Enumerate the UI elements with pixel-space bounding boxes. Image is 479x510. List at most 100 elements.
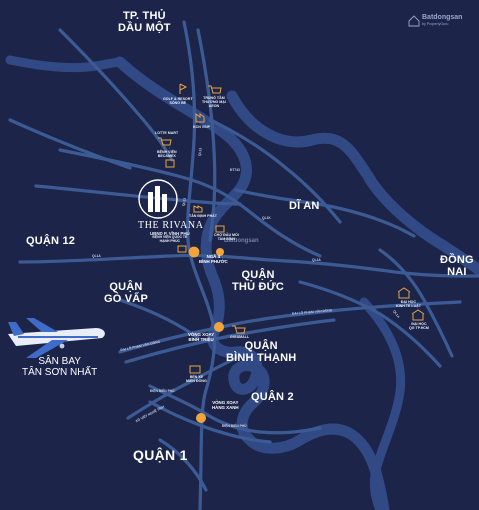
label-di-an: DĨ AN: [289, 200, 320, 212]
poi-becamex-line2: BECAMEX: [157, 154, 176, 159]
label-quan-1: QUẬN 1: [133, 447, 188, 463]
marker-nga4-binh-phuoc: [216, 248, 224, 256]
poi-icons: [158, 83, 425, 374]
marker-rivana: [188, 246, 200, 258]
poi-dhqg: ĐẠI HỌC QG TP.HCM: [409, 322, 429, 330]
label-binh-thanh-line2: BÌNH THẠNH: [226, 351, 297, 364]
road-pvd-2: [124, 318, 336, 364]
factory-icon-vsip: [195, 113, 205, 123]
label-airport: SÂN BAY TÂN SƠN NHẤT: [22, 356, 97, 378]
poi-cho-dau-moi-line1: CHỢ ĐẦU MỐI: [214, 233, 239, 237]
node-nga4-line2: BÌNH PHƯỚC: [199, 258, 228, 264]
road-label-ql1k: QL1K: [262, 216, 271, 220]
dong-nai-river-lower: [359, 297, 406, 510]
node-vx-hang-xanh-line2: HÀNG XANH: [212, 404, 239, 410]
label-go-vap-line2: GÒ VẤP: [104, 292, 148, 305]
road-xo-viet-nghe-tinh: [126, 354, 242, 420]
label-thu-duc-line1: QUẬN: [241, 269, 275, 281]
label-airport-line1: SÂN BAY: [38, 356, 81, 367]
poi-kinh-te-luat: ĐẠI HỌC KINH TẾ LUẬT: [396, 300, 421, 308]
node-nga4-line1: NGÃ 4: [206, 254, 221, 259]
label-dong-nai: ĐỒNG NAI: [440, 254, 474, 278]
label-go-vap-line1: QUẬN: [109, 281, 143, 293]
watermark-logo-mark: [408, 15, 420, 27]
poi-kinh-te-luat-line1: ĐẠI HỌC: [400, 300, 417, 304]
cart-icon-lotte: [158, 137, 172, 149]
poi-dhqg-line2: QG TP.HCM: [409, 326, 429, 331]
label-binh-thanh-line1: QUẬN: [244, 340, 278, 352]
node-vx-binh-trieu-line2: BÌNH TRIỆU: [188, 336, 214, 342]
project-sub2: BỆNH VIỆN QUỐC TẾ: [152, 235, 188, 240]
road-label-dbp: ĐIỆN BIÊN PHỦ: [150, 389, 175, 393]
poi-cho-dau-moi: CHỢ ĐẦU MỐI TAM BÌNH: [214, 233, 239, 241]
poi-ben-xe-line1: BẾN XE: [189, 375, 204, 379]
poi-golf: GOLF & RESORT SÔNG BÉ: [163, 97, 193, 105]
poi-kinh-te-luat-line2: KINH TẾ LUẬT: [396, 304, 421, 309]
road-dien-bien-phu: [148, 384, 322, 435]
label-thu-duc: QUẬN THỦ ĐỨC: [232, 269, 284, 293]
poi-lotte: LOTTE MART: [155, 131, 179, 135]
factory-icon-tan-dinh-phat: [193, 205, 203, 213]
road-label-dt743: ĐT743: [230, 168, 240, 172]
saigon-river: [114, 56, 390, 510]
market-icon-tam-binh: [215, 225, 225, 233]
project-sub3: HẠNH PHÚC: [159, 238, 181, 243]
label-go-vap: QUẬN GÒ VẤP: [104, 281, 148, 305]
road-dien-bien-phu-2: [148, 400, 272, 444]
label-binh-thanh: QUẬN BÌNH THẠNH: [226, 340, 297, 364]
poi-tan-dinh-phat: TÂN ĐỊNH PHÁT: [189, 214, 217, 218]
node-vx-binh-trieu-line1: VÒNG XOAY: [188, 332, 215, 337]
rivana-logo: [138, 179, 178, 219]
label-quan-12: QUẬN 12: [26, 235, 76, 247]
label-thu-dau-mot: TP. THỦ DẦU MỘT: [118, 10, 171, 34]
watermark-brand: Batdongsan: [422, 14, 463, 21]
road-left-diag: [8, 118, 132, 170]
road-label-ql1a-east: QL1A: [312, 258, 321, 262]
dong-nai-river: [226, 90, 479, 276]
cart-icon-aeon: [208, 85, 222, 97]
node-vx-hang-xanh-line1: VÒNG XOAY: [212, 400, 239, 405]
label-thu-dau-mot-line1: TP. THỦ: [122, 10, 166, 22]
road-ql1k: [234, 188, 416, 238]
marker-hang-xanh: [196, 413, 206, 423]
cart-icon-gigamall: [232, 325, 246, 334]
poi-aeon-line1: TRUNG TÂM: [203, 96, 225, 100]
project-name: THE RIVANA: [138, 220, 204, 231]
project-sub: UBND P. VĨNH PHÚ BỆNH VIỆN QUỐC TẾ HẠNH …: [150, 231, 190, 244]
project-sub1: UBND P. VĨNH PHÚ: [150, 231, 190, 236]
road-ql13: [182, 20, 217, 510]
road-east-link: [378, 248, 454, 358]
road-label-dbp-2: ĐIỆN BIÊN PHỦ: [222, 424, 247, 428]
watermark-tag: by PropertyGuru: [422, 22, 449, 26]
road-pham-van-dong: [118, 300, 462, 354]
school-icon-qg: [411, 309, 425, 321]
label-dong-nai-line2: NAI: [447, 265, 467, 278]
poi-golf-line1: GOLF & RESORT: [163, 97, 193, 101]
road-south: [158, 438, 208, 492]
golf-icon: [179, 83, 188, 94]
label-airport-line2: TÂN SƠN NHẤT: [22, 367, 98, 378]
poi-ben-xe-line2: MIỀN ĐÔNG: [186, 379, 207, 384]
road-ql1a-ne: [298, 280, 442, 368]
poi-gigamall: GIGAMALL: [230, 335, 250, 339]
marker-binh-trieu: [214, 322, 224, 332]
watermark-center: Batdongsan: [224, 238, 259, 244]
label-quan-2: QUẬN 2: [251, 391, 294, 403]
poi-aeon-line3: AEON: [208, 104, 220, 109]
road-north-east: [208, 118, 342, 224]
label-thu-dau-mot-line2: DẦU MỘT: [118, 21, 171, 34]
poi-cho-dau-moi-line2: TAM BÌNH: [217, 237, 236, 242]
road-dt743: [196, 28, 217, 242]
poi-becamex: BỆNH VIỆN BECAMEX: [157, 150, 177, 158]
poi-golf-line2: SÔNG BÉ: [169, 101, 187, 106]
road-go-vap: [118, 298, 200, 340]
node-nga4-binh-phuoc: NGÃ 4 BÌNH PHƯỚC: [199, 254, 228, 264]
poi-aeon-line2: THƯƠNG MẠI: [202, 100, 226, 105]
poi-dhqg-line1: ĐẠI HỌC: [411, 322, 427, 326]
bus-icon-mien-dong: [189, 365, 201, 374]
node-vx-binh-trieu: VÒNG XOAY BÌNH TRIỆU: [188, 332, 215, 342]
school-icon-kinh-te-luat: [397, 287, 411, 299]
road-label-ql1a-west: QL1A: [92, 254, 101, 258]
